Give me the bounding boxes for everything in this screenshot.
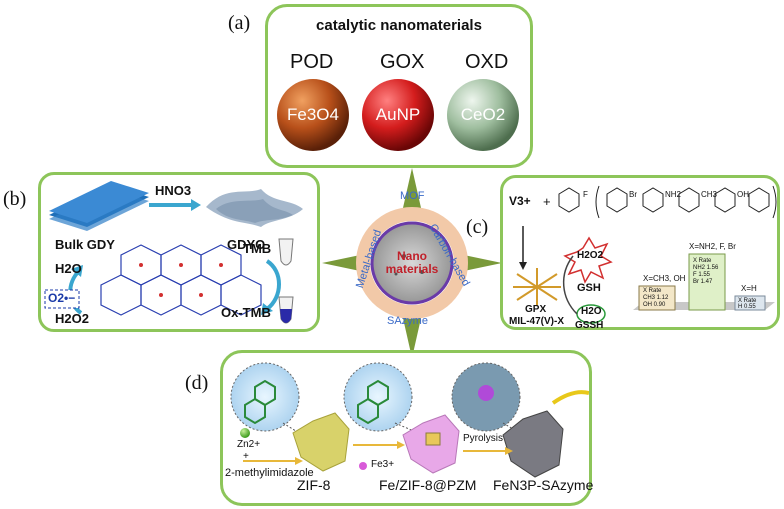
fezif-label: Fe/ZIF-8@PZM — [379, 477, 477, 493]
gdy-lattice — [100, 244, 262, 316]
o2-radical-label: O2•− — [48, 291, 76, 305]
plus-c: + — [543, 194, 551, 209]
h2o-label: H2O — [55, 261, 82, 276]
rate-bar-chart — [633, 253, 775, 311]
panel-b-graphics — [44, 181, 303, 324]
panel-d-graphics — [230, 362, 589, 478]
core-label: Nano materials — [385, 249, 439, 276]
bar-label-1: X=CH3, OH — [643, 274, 686, 283]
fe3o4-sphere — [277, 79, 349, 151]
aunp-sphere — [362, 79, 434, 151]
pyrolysis-label: Pyrolysis — [463, 433, 504, 444]
h2o-c-label: H2O — [581, 306, 602, 317]
panel-c: V3+ + F Br NH2 CH3 OH H2O2 GSH H2O GSSH … — [500, 175, 780, 331]
aunp-text: AuNP — [375, 105, 421, 124]
sub-br: Br — [629, 190, 637, 199]
panel-c-graphics — [513, 185, 777, 324]
fe-atom — [478, 385, 494, 401]
zif8-polyhedron — [292, 412, 350, 472]
linker-label: 2-methylimidazole — [225, 467, 314, 479]
panel-d: Zn2+ + 2-methylimidazole Fe3+ Pyrolysis … — [220, 350, 594, 506]
ring-sazyme: SAzyme — [387, 315, 428, 327]
h2o2-c-label: H2O2 — [577, 250, 604, 261]
fe-ion-label: Fe3+ — [371, 459, 395, 470]
right-cycle-arrow — [265, 259, 281, 311]
linker-structures — [558, 185, 777, 219]
bulk-gdy-label: Bulk GDY — [55, 237, 115, 252]
bar-label-3: X=H — [741, 284, 757, 293]
mil47-structure — [513, 268, 561, 306]
zif8-label: ZIF-8 — [297, 477, 331, 493]
sub-f: F — [583, 190, 588, 199]
o2-box — [44, 289, 80, 309]
sub-ch3: CH3 — [701, 190, 718, 199]
bar-label-2: X=NH2, F, Br — [689, 242, 736, 251]
tmb-tube — [278, 238, 294, 266]
sub-nh2: NH2 — [665, 190, 682, 199]
fen3p-polyhedron — [502, 410, 564, 478]
tmb-label: TMB — [243, 241, 272, 256]
gdyo-label: GDYO — [227, 237, 266, 252]
oxd-label: OXD — [465, 51, 509, 73]
sub-oh: OH — [737, 190, 749, 199]
ring-mof: MOF — [400, 190, 425, 202]
v3-label: V3+ — [509, 194, 531, 208]
panel-a-label: (a) — [228, 12, 251, 34]
bulk-gdy-stack — [49, 181, 149, 231]
fe-ion — [359, 462, 367, 470]
h2o2-label: H2O2 — [55, 311, 89, 326]
mil47-label: MIL-47(V)-X — [509, 316, 564, 327]
fen3p-label: FeN3P-SAzyme — [493, 477, 594, 493]
center-emblem — [322, 168, 502, 358]
pod-label: POD — [290, 51, 334, 73]
nanoparticle-spheres — [277, 79, 519, 151]
zn-ion — [240, 428, 250, 438]
gssh-label: GSSH — [575, 320, 604, 331]
panel-a-title: catalytic nanomaterials — [316, 17, 482, 34]
panel-a: catalytic nanomaterials POD GOX OXD Fe3O… — [265, 4, 533, 168]
hno3-label: HNO3 — [155, 183, 192, 198]
ceo2-text: CeO2 — [460, 105, 506, 124]
panel-b-label: (b) — [3, 188, 27, 210]
core-disc — [370, 221, 454, 305]
fezif-zoom-bubble — [343, 362, 413, 432]
gpx-label: GPX — [525, 304, 547, 315]
zn-label: Zn2+ — [237, 439, 261, 450]
gsh-label: GSH — [577, 282, 601, 294]
oxtmb-tube — [278, 296, 294, 324]
panel-c-label: (c) — [466, 216, 489, 238]
plus-d: + — [243, 451, 249, 462]
fe3o4-text: Fe3O4 — [287, 105, 339, 124]
ceo2-sphere — [447, 79, 519, 151]
zif-zoom-bubble — [230, 362, 300, 432]
gox-label: GOX — [380, 51, 425, 73]
panel-d-label: (d) — [185, 372, 209, 394]
panel-b: HNO3 Bulk GDY GDYO H2O O2•− H2O2 TMB Ox-… — [38, 172, 320, 332]
oxtmb-label: Ox-TMB — [221, 305, 271, 320]
